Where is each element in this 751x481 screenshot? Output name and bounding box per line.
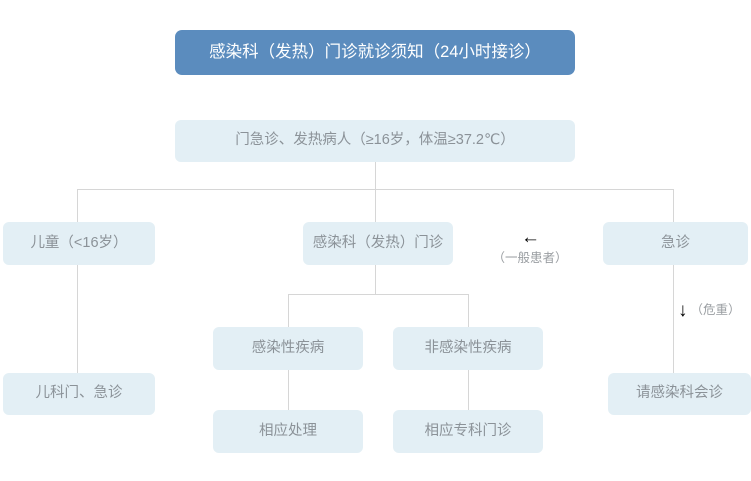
annotation-general-patient-label: （一般患者）: [492, 251, 568, 265]
connector-noninfectious-to-specialty: [468, 370, 469, 410]
connector-children-to-pediatric: [77, 265, 78, 373]
node-emergency-label: 急诊: [661, 234, 690, 251]
connector-intake-down: [375, 162, 376, 190]
node-fever-clinic: 感染科（发热）门诊: [303, 222, 453, 265]
node-treatment-label: 相应处理: [259, 422, 317, 439]
node-pediatric-clinic: 儿科门、急诊: [3, 373, 155, 415]
annotation-critical-label: （危重）: [690, 303, 741, 318]
arrow-down-icon: ↓: [678, 300, 688, 321]
node-infection-consult: 请感染科会诊: [608, 373, 751, 415]
annotation-general-patient: ← （一般患者）: [484, 228, 576, 265]
node-noninfectious-disease: 非感染性疾病: [393, 327, 543, 370]
connector-bus-to-emergency: [673, 189, 674, 222]
annotation-critical: ↓ （危重）: [678, 301, 741, 320]
node-children: 儿童（<16岁）: [3, 222, 155, 265]
node-infection-consult-label: 请感染科会诊: [636, 385, 723, 402]
node-intake: 门急诊、发热病人（≥16岁，体温≥37.2℃）: [175, 120, 575, 162]
connector-bus-to-children: [77, 189, 78, 222]
node-emergency: 急诊: [603, 222, 748, 265]
connector-infectious-to-treat: [288, 370, 289, 410]
node-title: 感染科（发热）门诊就诊须知（24小时接诊）: [175, 30, 575, 75]
node-title-label: 感染科（发热）门诊就诊须知（24小时接诊）: [209, 42, 541, 61]
connector-bus-to-noninfectious: [468, 294, 469, 327]
node-infectious-disease-label: 感染性疾病: [251, 339, 325, 356]
node-children-label: 儿童（<16岁）: [30, 234, 128, 251]
connector-row4-bus: [288, 294, 468, 295]
node-pediatric-clinic-label: 儿科门、急诊: [35, 385, 123, 402]
arrow-left-icon: ←: [521, 227, 540, 248]
node-specialty-clinic: 相应专科门诊: [393, 410, 543, 453]
node-specialty-clinic-label: 相应专科门诊: [424, 422, 512, 439]
connector-emergency-to-consult: [673, 265, 674, 373]
connector-bus-to-infectious: [288, 294, 289, 327]
node-treatment: 相应处理: [213, 410, 363, 453]
node-intake-label: 门急诊、发热病人（≥16岁，体温≥37.2℃）: [235, 132, 515, 149]
node-noninfectious-disease-label: 非感染性疾病: [424, 339, 512, 356]
connector-bus-to-fever: [375, 189, 376, 222]
node-infectious-disease: 感染性疾病: [213, 327, 363, 370]
connector-fever-down: [375, 265, 376, 295]
node-fever-clinic-label: 感染科（发热）门诊: [312, 234, 444, 251]
